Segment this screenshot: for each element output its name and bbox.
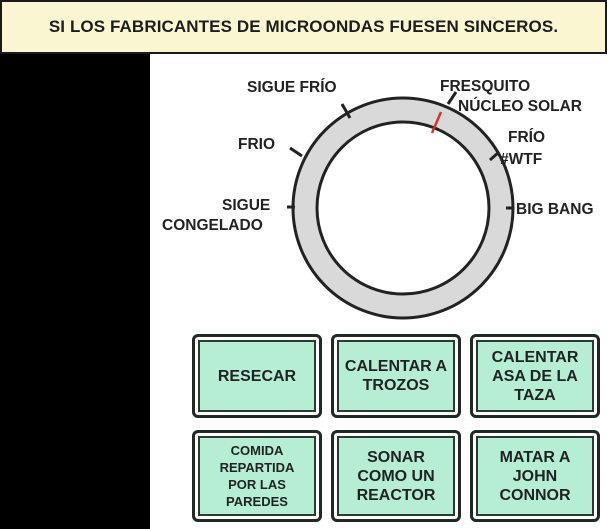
label-fresquito: FRESQUITO (440, 78, 530, 95)
label-frio-wtf-line2: #WTF (500, 151, 542, 168)
tick-frio-wtf (489, 150, 500, 162)
calentar-a-trozos-button[interactable]: CALENTAR A TROZOS (331, 334, 461, 418)
black-side-panel (0, 54, 150, 529)
dial-knob[interactable] (291, 96, 515, 320)
label-big-bang: BIG BANG (516, 201, 594, 218)
label-frio: FRIO (238, 136, 275, 153)
label-nucleo-solar: NÚCLEO SOLAR (458, 97, 582, 115)
calentar-asa-taza-button[interactable]: CALENTAR ASA DE LA TAZA (470, 334, 600, 418)
label-sigue-frio: SIGUE FRÍO (247, 79, 337, 96)
dial-area: SIGUE FRÍO FRESQUITO NÚCLEO SOLAR FRIO F… (162, 78, 594, 320)
matar-john-connor-button-label: MATAR A JOHN CONNOR (499, 448, 571, 504)
resecar-button-label: RESECAR (217, 367, 297, 385)
comida-repartida-button-label: COMIDA REPARTIDA POR LAS PAREDES (219, 443, 295, 509)
calentar-asa-taza-button-label: CALENTAR ASA DE LA TAZA (491, 348, 579, 404)
matar-john-connor-button[interactable]: MATAR A JOHN CONNOR (470, 430, 600, 522)
calentar-a-trozos-button-label: CALENTAR A TROZOS (344, 358, 448, 394)
tick-nucleo-solar (446, 91, 458, 105)
label-frio-wtf-line1: FRÍO (508, 129, 545, 146)
title-banner: SI LOS FABRICANTES DE MICROONDAS FUESEN … (0, 0, 607, 54)
dial-pointer (430, 111, 443, 134)
tick-frio (289, 146, 303, 158)
label-sigue-congelado-line2: CONGELADO (162, 217, 263, 234)
tick-sigue-frio (340, 103, 352, 119)
dial-inner-face (315, 120, 491, 296)
sonar-como-reactor-button-label: SONAR COMO UN REACTOR (356, 448, 436, 504)
comida-repartida-button[interactable]: COMIDA REPARTIDA POR LAS PAREDES (192, 430, 322, 522)
page-title: SI LOS FABRICANTES DE MICROONDAS FUESEN … (48, 17, 559, 36)
sonar-como-reactor-button[interactable]: SONAR COMO UN REACTOR (331, 430, 461, 522)
resecar-button[interactable]: RESECAR (192, 334, 322, 418)
label-sigue-congelado-line1: SIGUE (222, 197, 270, 214)
